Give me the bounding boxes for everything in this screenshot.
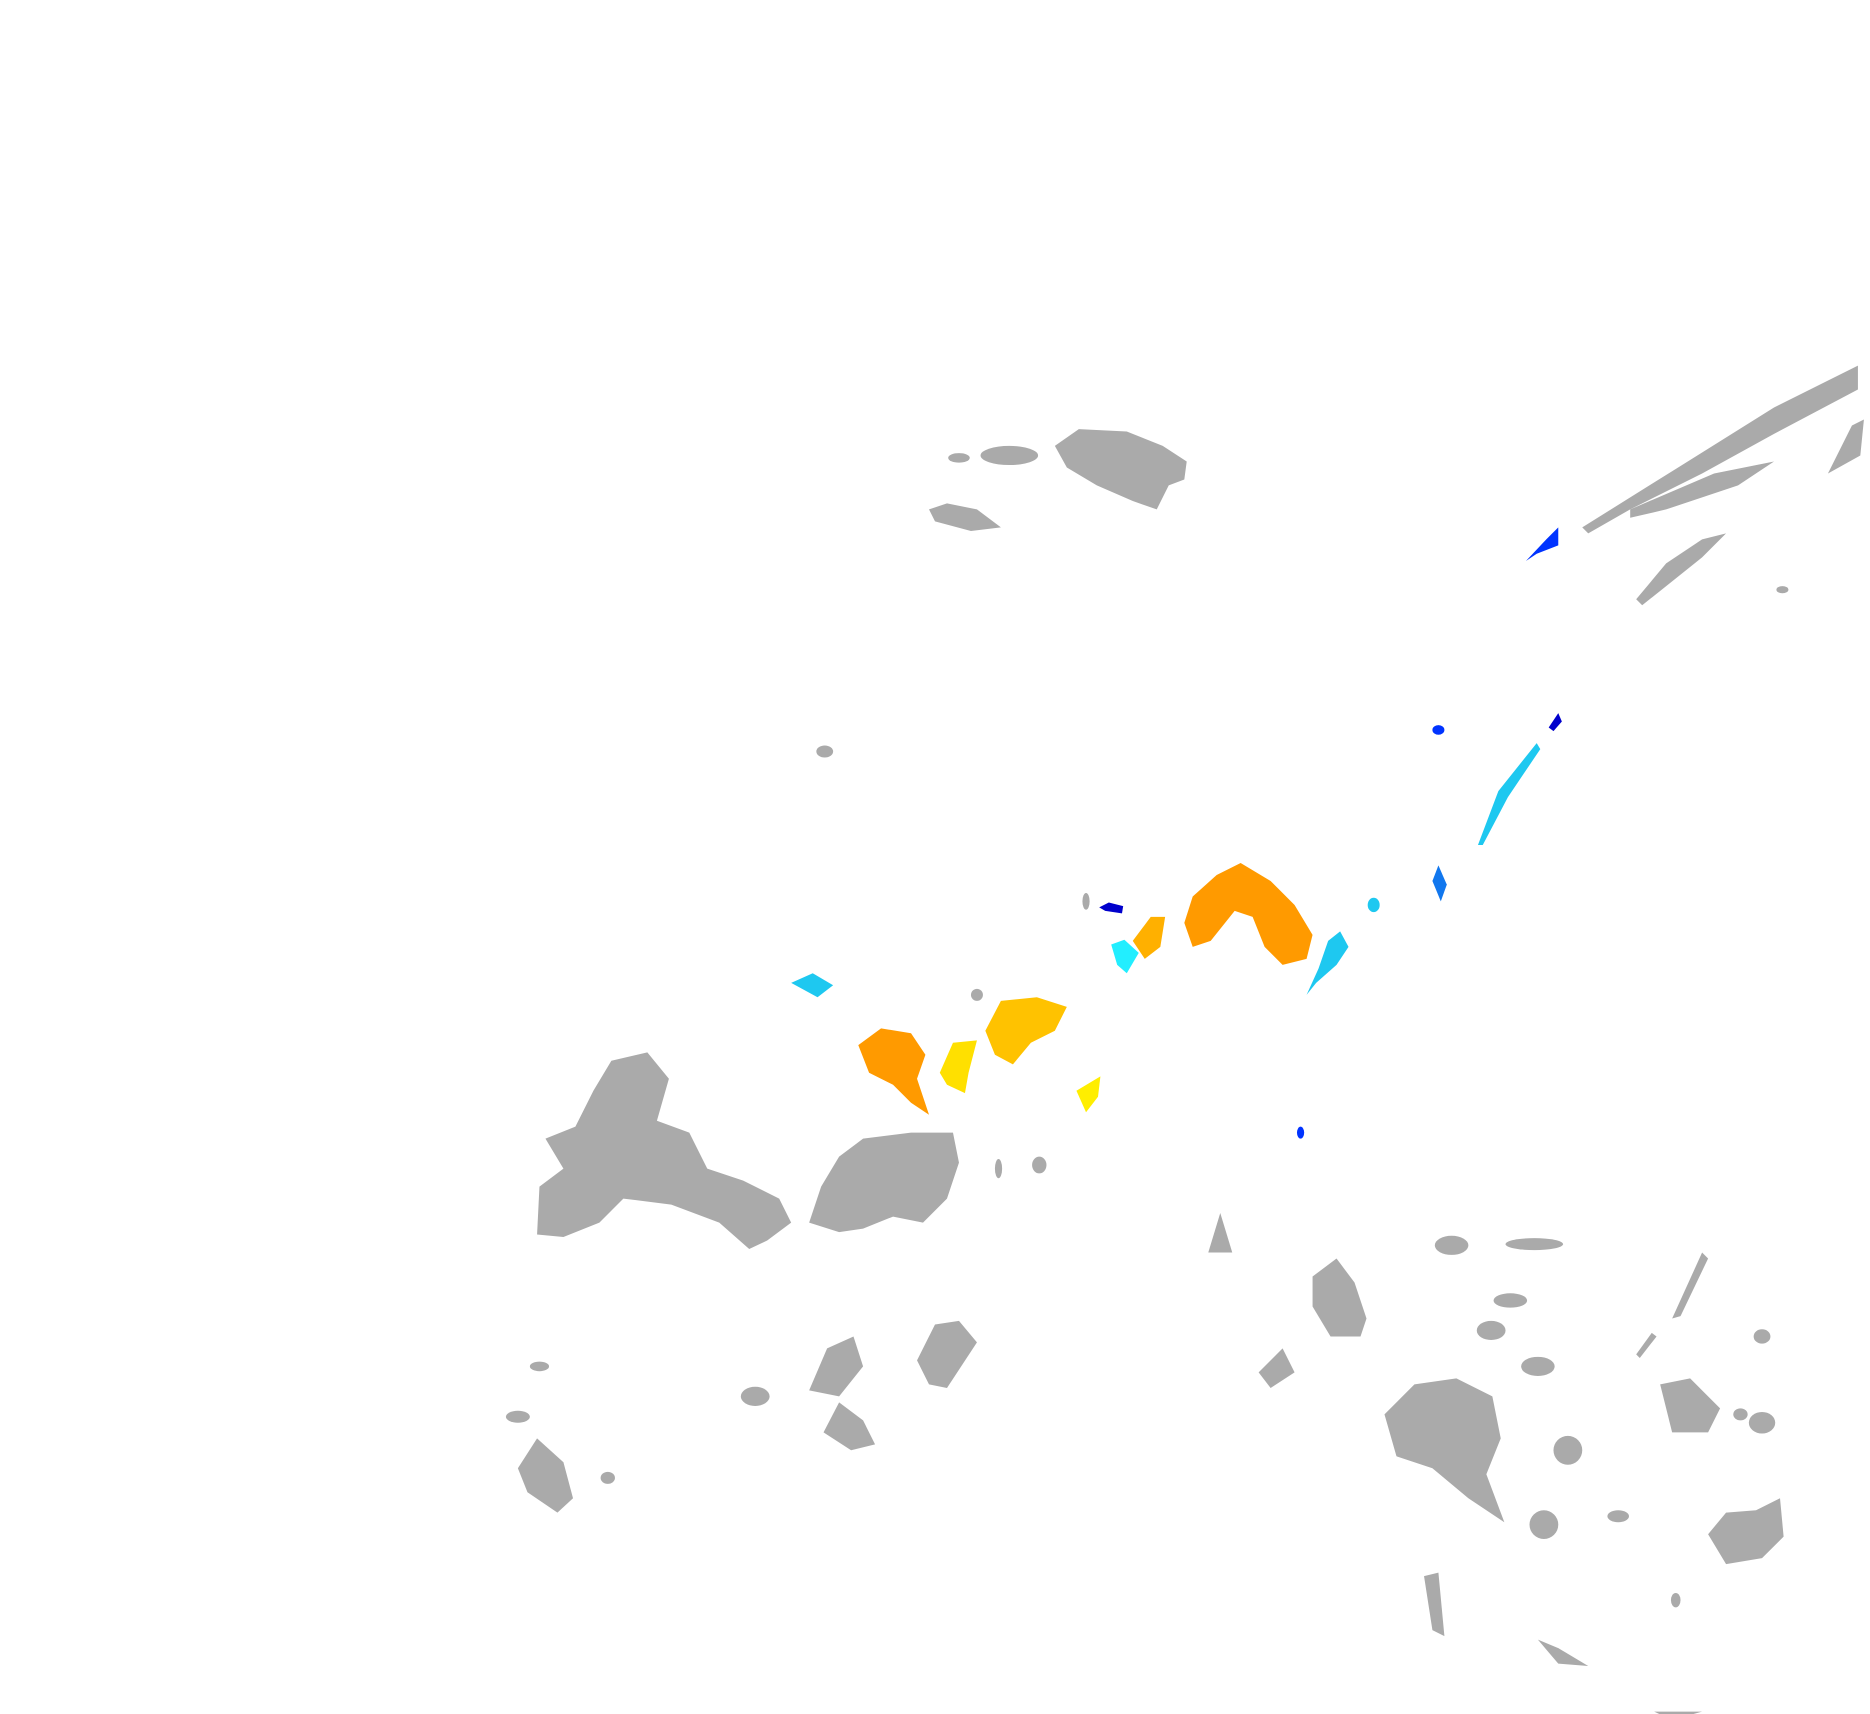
- land-island: [823, 1402, 876, 1451]
- land-island: [980, 445, 1039, 466]
- land-ridge: [1582, 365, 1858, 534]
- land-island: [1776, 586, 1789, 594]
- land-island: [1424, 1572, 1445, 1637]
- region-blue-ne: [1525, 527, 1559, 561]
- region-sky-strip: [1477, 743, 1541, 846]
- land-island: [1082, 892, 1090, 910]
- land-island: [1521, 1356, 1555, 1376]
- region-gold: [985, 997, 1067, 1065]
- land-island: [1505, 1238, 1564, 1251]
- region-mid-blue: [1432, 865, 1447, 902]
- land-island: [1654, 1711, 1703, 1714]
- land-island: [1748, 1411, 1776, 1434]
- region-orange-large: [1184, 862, 1313, 965]
- land-island: [1670, 1592, 1681, 1608]
- region-cyan: [1111, 939, 1139, 974]
- land-island: [505, 1410, 530, 1423]
- land-island: [600, 1471, 615, 1484]
- land-island: [1476, 1320, 1506, 1341]
- land-island: [994, 1159, 1003, 1179]
- region-blue-south: [1296, 1126, 1305, 1139]
- land-island: [1537, 1639, 1589, 1667]
- land-ridge: [1827, 419, 1864, 474]
- land-island: [1672, 1252, 1709, 1319]
- region-sky-west: [791, 973, 834, 998]
- land-island: [929, 503, 1001, 531]
- region-blue-small: [1432, 725, 1445, 735]
- land-mainland: [537, 1052, 792, 1249]
- land-island: [1753, 1329, 1771, 1344]
- land-island: [1434, 1235, 1469, 1255]
- region-sky-small: [1367, 897, 1380, 913]
- land-island: [1708, 1498, 1784, 1565]
- region-orange-west: [858, 1028, 930, 1115]
- land-island: [1553, 1435, 1583, 1465]
- land-island: [1636, 1332, 1657, 1359]
- land-island: [1208, 1212, 1233, 1253]
- land-island: [1258, 1348, 1295, 1388]
- region-dark-blue-b: [1099, 902, 1124, 914]
- highlighted-regions: [791, 527, 1562, 1139]
- region-amber: [1132, 916, 1166, 959]
- region-sky-east: [1306, 931, 1349, 995]
- land-island: [740, 1386, 770, 1406]
- land-island: [1607, 1510, 1629, 1523]
- land-island: [1529, 1510, 1559, 1540]
- land-island: [1054, 429, 1187, 510]
- land-island: [1384, 1378, 1505, 1523]
- land-ridge: [1636, 533, 1727, 606]
- region-yellow-b: [1076, 1076, 1101, 1113]
- land-island: [1733, 1408, 1748, 1421]
- land-mainland: [809, 1132, 959, 1233]
- region-yellow-a: [939, 1040, 977, 1094]
- land-island: [809, 1336, 864, 1397]
- land-island: [970, 988, 983, 1001]
- land-island: [1032, 1156, 1047, 1174]
- land-layer: [505, 365, 1864, 1714]
- land-island: [1312, 1258, 1367, 1337]
- land-island: [529, 1361, 550, 1372]
- land-island: [1493, 1293, 1528, 1308]
- land-island: [917, 1320, 977, 1388]
- region-dark-blue-a: [1548, 713, 1562, 732]
- land-island: [816, 745, 834, 758]
- land-ridge: [1630, 461, 1775, 518]
- land-island: [948, 453, 970, 463]
- land-island: [1660, 1378, 1721, 1433]
- land-island: [517, 1438, 574, 1513]
